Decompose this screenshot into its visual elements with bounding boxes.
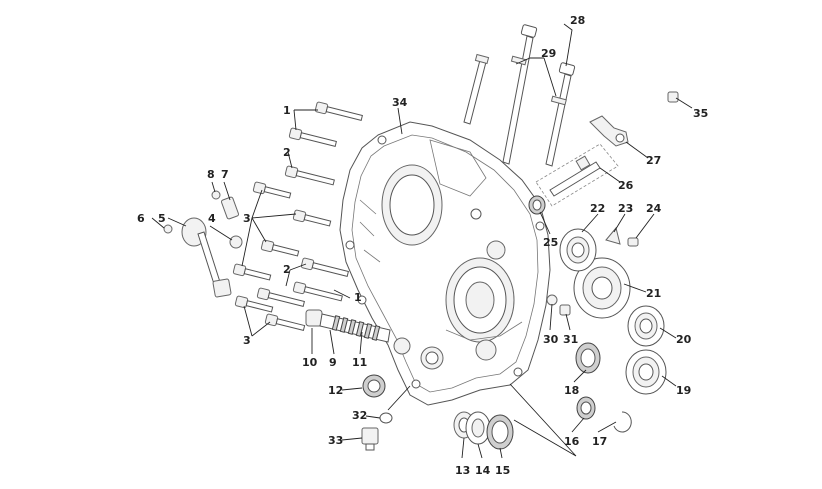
callout-25: 25 [543, 236, 558, 249]
callout-17: 17 [592, 435, 607, 448]
seal-25 [528, 195, 546, 215]
bolt [314, 101, 363, 121]
callout-31: 31 [563, 333, 578, 346]
callout-2-mid: 2 [283, 263, 291, 276]
bolt-24 [627, 237, 639, 247]
cap-35 [667, 91, 679, 103]
callout-33: 33 [328, 434, 343, 447]
circlip-17 [613, 411, 632, 433]
bolt [300, 257, 349, 277]
lever-27 [589, 115, 629, 147]
seal-12 [362, 374, 386, 398]
callout-3-bottom: 3 [243, 334, 251, 347]
long-bolt-left [502, 24, 538, 165]
bolt [256, 287, 305, 307]
long-bolt-back [463, 53, 490, 125]
leader-lines [151, 23, 693, 459]
callout-23: 23 [618, 202, 633, 215]
callouts: 1 1 2 2 3 3 4 5 6 7 8 9 10 11 12 13 14 1… [137, 14, 708, 477]
long-bolt-right [545, 62, 576, 167]
bolt-31 [559, 304, 571, 316]
callout-2-top: 2 [283, 146, 291, 159]
bolt [288, 127, 337, 147]
callout-28: 28 [570, 14, 585, 27]
bolt [232, 263, 272, 281]
washer-32 [379, 412, 393, 424]
callout-3-top: 3 [243, 212, 251, 225]
bolt [292, 209, 332, 227]
callout-5: 5 [158, 212, 166, 225]
bolt [284, 165, 335, 186]
callout-13: 13 [455, 464, 470, 477]
seal-18 [575, 342, 601, 374]
bearing-14 [465, 411, 491, 445]
bolt [260, 239, 300, 257]
callout-18: 18 [564, 384, 579, 397]
callout-8: 8 [207, 168, 215, 181]
callout-11: 11 [352, 356, 367, 369]
callout-32: 32 [352, 409, 367, 422]
callout-15: 15 [495, 464, 510, 477]
plate-23 [605, 226, 621, 245]
callout-35: 35 [693, 107, 708, 120]
callout-21: 21 [646, 287, 661, 300]
callout-22: 22 [590, 202, 605, 215]
callout-1-top: 1 [283, 104, 291, 117]
bolt [292, 281, 343, 302]
callout-6: 6 [137, 212, 145, 225]
callout-34: 34 [392, 96, 408, 109]
callout-12: 12 [328, 384, 343, 397]
bolt [264, 313, 306, 332]
callout-30: 30 [543, 333, 559, 346]
shaft-assembly [305, 309, 391, 343]
callout-7: 7 [221, 168, 229, 181]
nut-30 [546, 294, 558, 306]
seal-16 [576, 396, 596, 420]
crankcase-half [339, 121, 551, 406]
callout-10: 10 [302, 356, 318, 369]
callout-14: 14 [475, 464, 491, 477]
callout-29: 29 [541, 47, 556, 60]
callout-26: 26 [618, 179, 634, 192]
bearing-20 [627, 305, 665, 347]
group-box [535, 143, 619, 207]
bearing-22 [559, 228, 597, 272]
callout-16: 16 [564, 435, 580, 448]
sensor-assembly [163, 190, 243, 298]
bearing-21 [573, 257, 631, 319]
callout-20: 20 [676, 333, 692, 346]
bearing-19 [625, 349, 667, 395]
callout-1-mid: 1 [354, 291, 362, 304]
callout-27: 27 [646, 154, 661, 167]
shift-rod-26 [549, 155, 601, 197]
callout-4: 4 [208, 212, 216, 225]
bolt-row [232, 101, 363, 332]
bolt [234, 295, 274, 313]
callout-9: 9 [329, 356, 337, 369]
callout-24: 24 [646, 202, 662, 215]
plug-33 [361, 427, 379, 451]
seal-15 [486, 414, 514, 450]
bolt [252, 181, 292, 199]
callout-19: 19 [676, 384, 691, 397]
